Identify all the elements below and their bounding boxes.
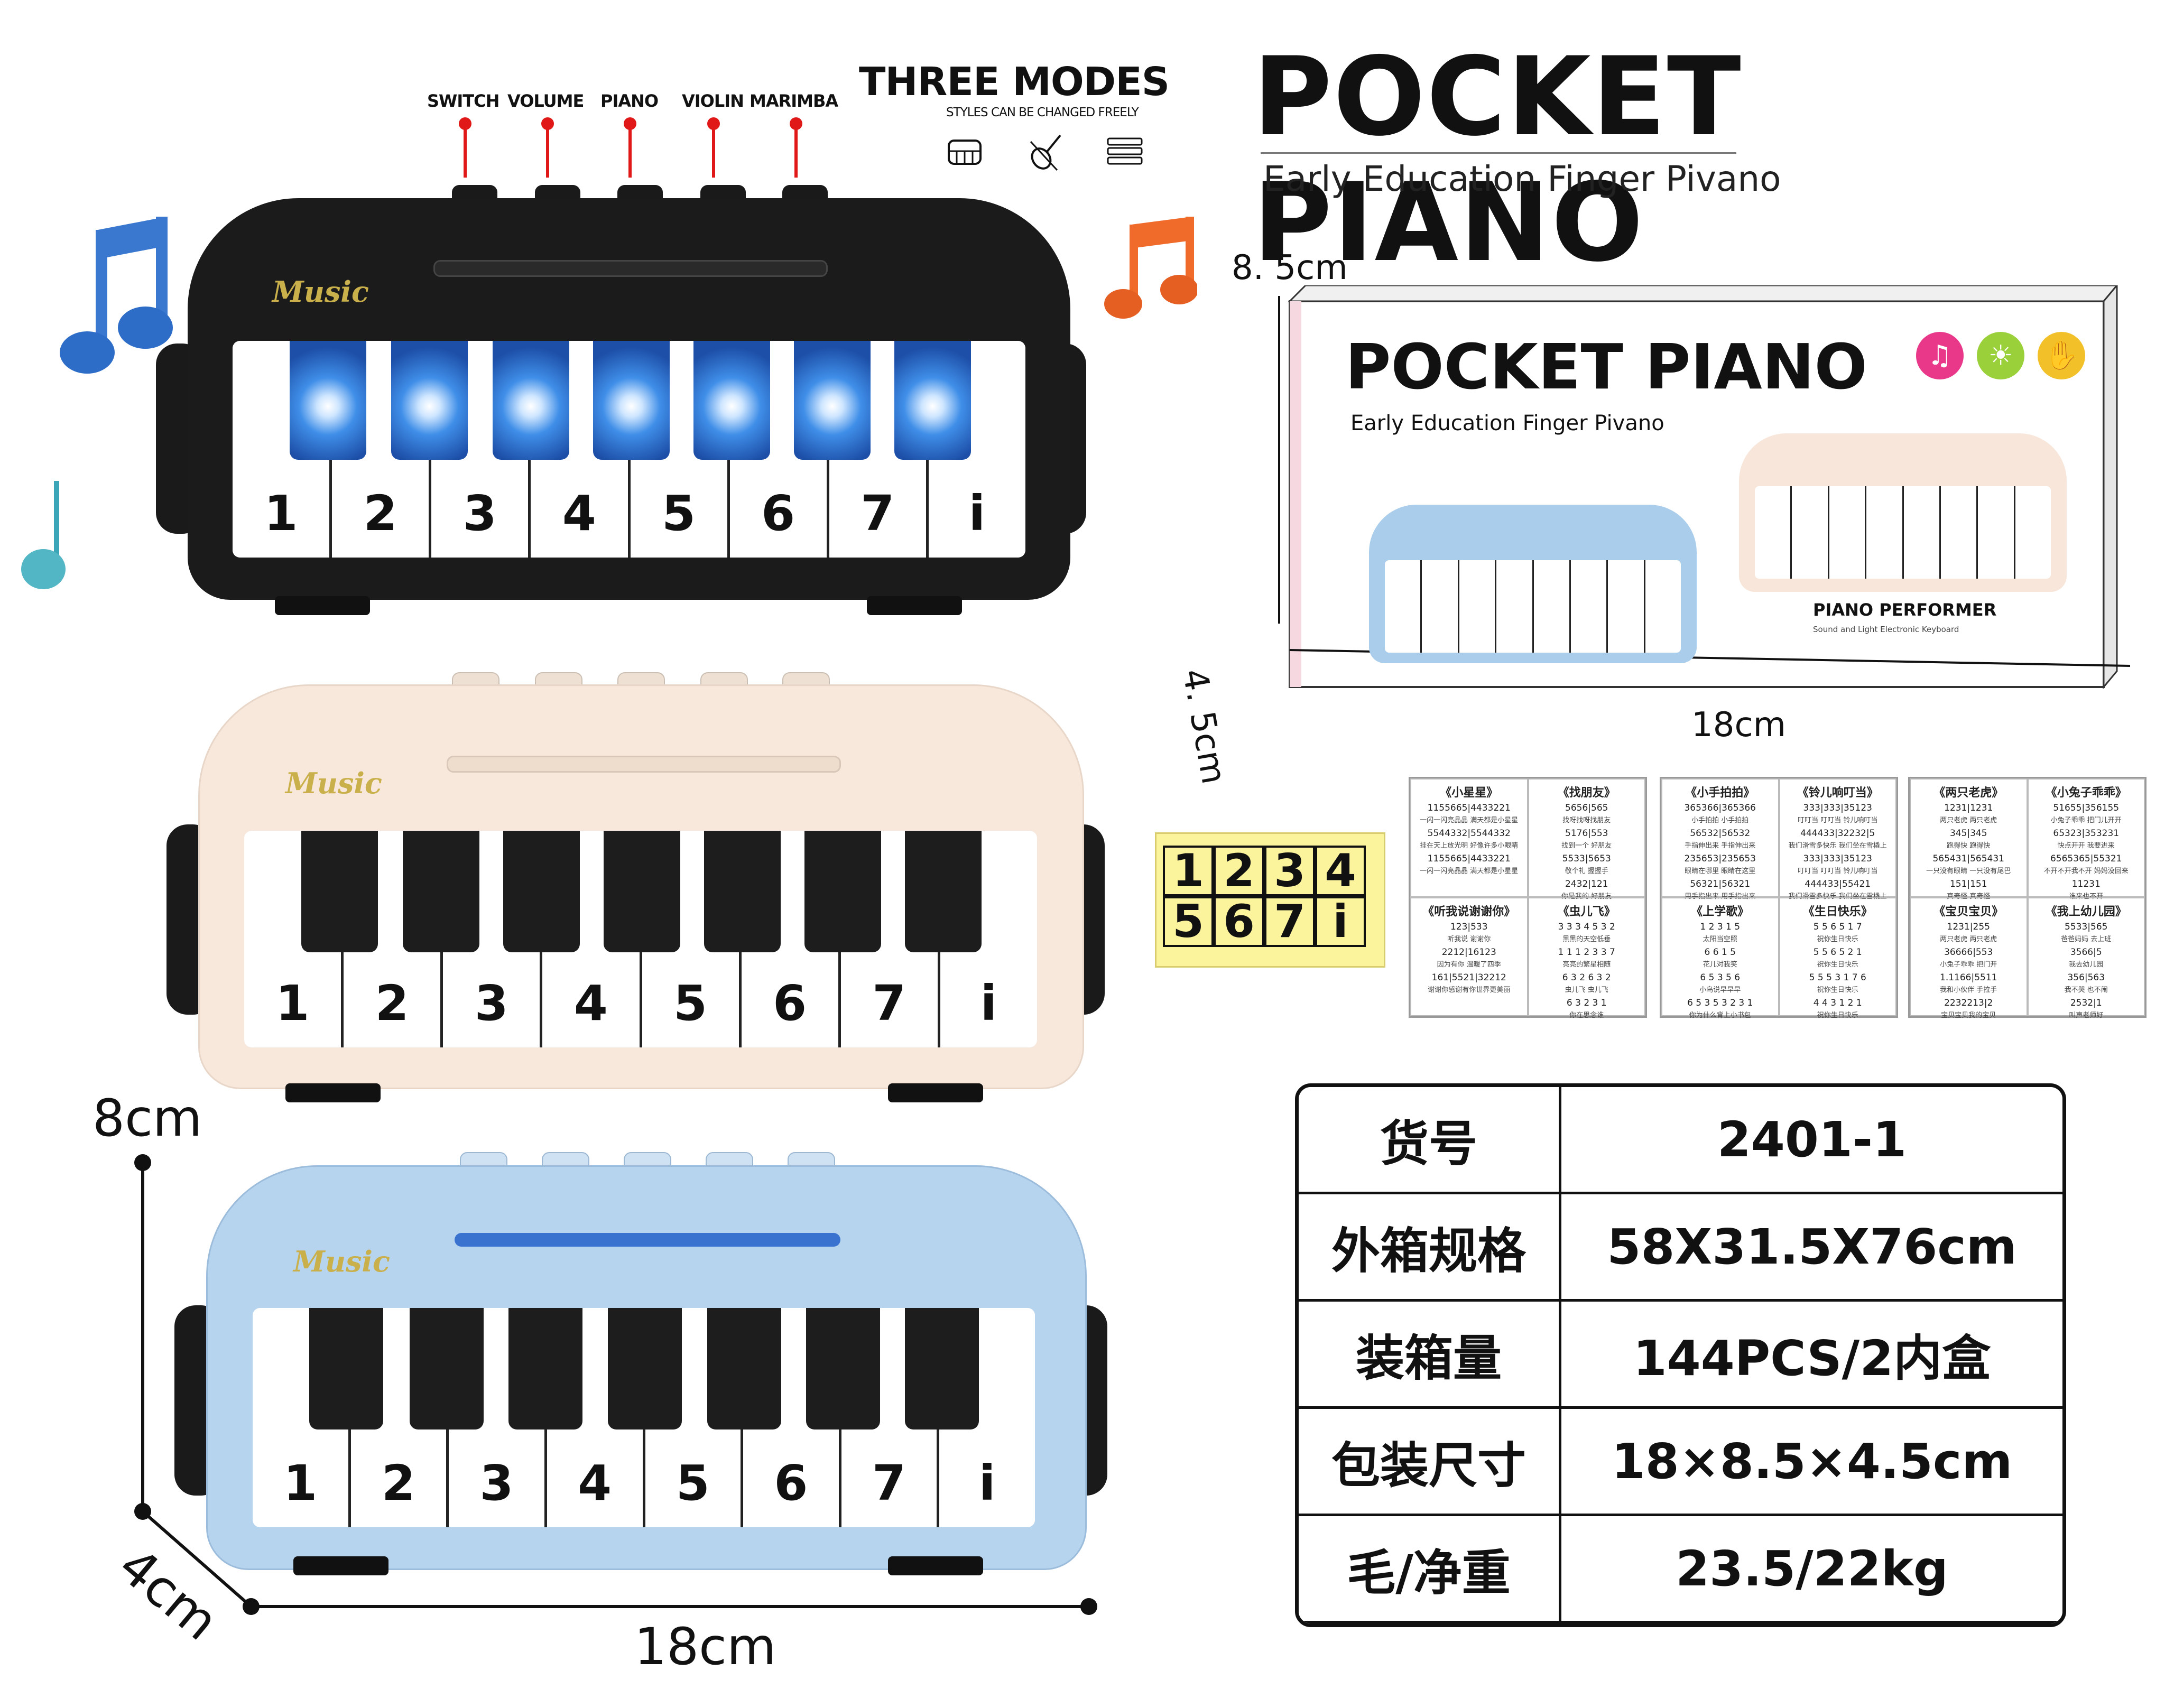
product-subtitle: Early Education Finger Pivano (1263, 159, 1781, 199)
feature-label-marimba: MARIMBA (750, 91, 838, 111)
black-key-5[interactable] (707, 1308, 781, 1429)
black-key-4[interactable] (604, 831, 680, 952)
black-key-7[interactable] (905, 1308, 979, 1429)
box-light-icon: ☀ (1977, 332, 2024, 379)
box-title: POCKET PIANO (1345, 330, 1867, 403)
black-key-1[interactable] (309, 1308, 383, 1429)
music-logo-blue: Music (293, 1245, 390, 1278)
black-key-5[interactable] (704, 831, 781, 952)
box-badge-title: PIANO PERFORMER (1813, 600, 1997, 620)
box-subtitle: Early Education Finger Pivano (1350, 411, 1664, 435)
black-key-6[interactable] (804, 831, 881, 952)
black-key-2[interactable] (391, 341, 468, 460)
dimension-lines (134, 1154, 1097, 1615)
piano-mode-icon (948, 140, 982, 165)
music-logo-cream: Music (285, 766, 382, 800)
black-key-5[interactable] (693, 341, 770, 460)
black-key-3[interactable] (508, 1308, 582, 1429)
black-key-2[interactable] (403, 831, 479, 952)
black-key-6[interactable] (794, 341, 871, 460)
black-key-3[interactable] (493, 341, 569, 460)
black-key-7[interactable] (894, 341, 971, 460)
violin-mode-icon (1030, 134, 1061, 171)
box-badge-sub: Sound and Light Electronic Keyboard (1813, 625, 1959, 634)
black-key-1[interactable] (301, 831, 378, 952)
black-key-7[interactable] (905, 831, 982, 952)
marimba-mode-icon (1107, 137, 1143, 165)
note-number-card: 1 2 3 4 5 6 7 i (1155, 832, 1385, 968)
dim-width-label: 18cm (634, 1617, 776, 1676)
black-key-4[interactable] (593, 341, 670, 460)
box-height-label: 8. 5cm (1232, 248, 1348, 287)
box-hand-icon: ✋ (2038, 332, 2085, 379)
black-key-1[interactable] (290, 341, 366, 460)
music-logo: Music (272, 275, 369, 309)
black-key-4[interactable] (608, 1308, 682, 1429)
dim-height-label: 8cm (92, 1089, 202, 1148)
black-key-6[interactable] (806, 1308, 880, 1429)
modes-subtitle: STYLES CAN BE CHANGED FREELY (946, 106, 1139, 119)
modes-title: THREE MODES (859, 59, 1170, 105)
black-key-3[interactable] (503, 831, 580, 952)
box-depth-label: 4. 5cm (1174, 666, 1234, 787)
black-key-2[interactable] (410, 1308, 484, 1429)
title-underline (1261, 152, 1736, 154)
product-title: POCKET PIANO (1253, 34, 1742, 286)
teal-music-note-icon (21, 481, 66, 589)
box-width-label: 18cm (1691, 706, 1786, 745)
feature-label-piano: PIANO (600, 91, 659, 111)
feature-label-violin: VIOLIN (682, 91, 744, 111)
box-music-icon: ♫ (1916, 332, 1964, 379)
orange-music-note-icon (1104, 217, 1197, 319)
feature-label-switch: SWITCH (427, 91, 499, 111)
feature-label-volume: VOLUME (507, 91, 584, 111)
blue-music-note-icon (60, 217, 173, 374)
